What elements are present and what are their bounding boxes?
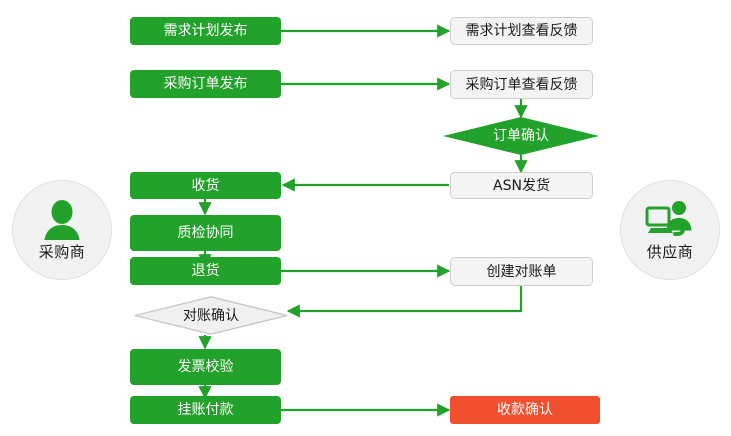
node-label: ASN发货 [493, 177, 550, 194]
node-label: 需求计划查看反馈 [465, 23, 578, 39]
node-receive-goods[interactable]: 收货 [130, 172, 281, 199]
diamond-shape [134, 296, 288, 335]
node-label: 质检协同 [177, 225, 234, 241]
node-payable-payment[interactable]: 挂账付款 [130, 396, 281, 424]
node-label: 对账确认 [183, 307, 239, 324]
edge-statement-to-confirm [286, 286, 523, 318]
person-icon [44, 200, 80, 240]
actor-buyer-label: 采购商 [38, 243, 86, 261]
node-payment-confirm[interactable]: 收款确认 [450, 396, 600, 424]
node-label: 收货 [191, 177, 220, 194]
node-demand-plan-publish[interactable]: 需求计划发布 [130, 17, 281, 45]
node-asn-ship[interactable]: ASN发货 [450, 172, 593, 199]
person-at-computer-icon [645, 201, 692, 236]
node-invoice-verify[interactable]: 发票校验 [130, 349, 281, 385]
actor-supplier-label: 供应商 [646, 243, 694, 261]
node-create-statement[interactable]: 创建对账单 [450, 257, 593, 286]
node-label: 采购订单查看反馈 [465, 76, 578, 93]
actor-buyer[interactable]: 采购商 [12, 180, 112, 280]
node-label: 挂账付款 [177, 402, 234, 418]
node-label: 订单确认 [493, 128, 549, 144]
node-return-goods[interactable]: 退货 [130, 257, 281, 285]
actor-supplier[interactable]: 供应商 [620, 180, 720, 280]
node-label: 收款确认 [497, 402, 553, 418]
node-quality-collab[interactable]: 质检协同 [130, 215, 281, 251]
node-demand-plan-feedback[interactable]: 需求计划查看反馈 [450, 17, 593, 45]
node-order-confirm[interactable]: 订单确认 [443, 117, 599, 155]
node-label: 创建对账单 [486, 263, 557, 280]
node-label: 需求计划发布 [163, 23, 248, 39]
node-po-publish[interactable]: 采购订单发布 [130, 70, 281, 98]
diamond-shape [443, 117, 599, 155]
node-po-feedback[interactable]: 采购订单查看反馈 [450, 70, 593, 99]
node-label: 采购订单发布 [163, 76, 248, 92]
node-label: 退货 [191, 263, 220, 279]
node-label: 发票校验 [177, 359, 234, 375]
node-statement-confirm[interactable]: 对账确认 [134, 296, 288, 335]
